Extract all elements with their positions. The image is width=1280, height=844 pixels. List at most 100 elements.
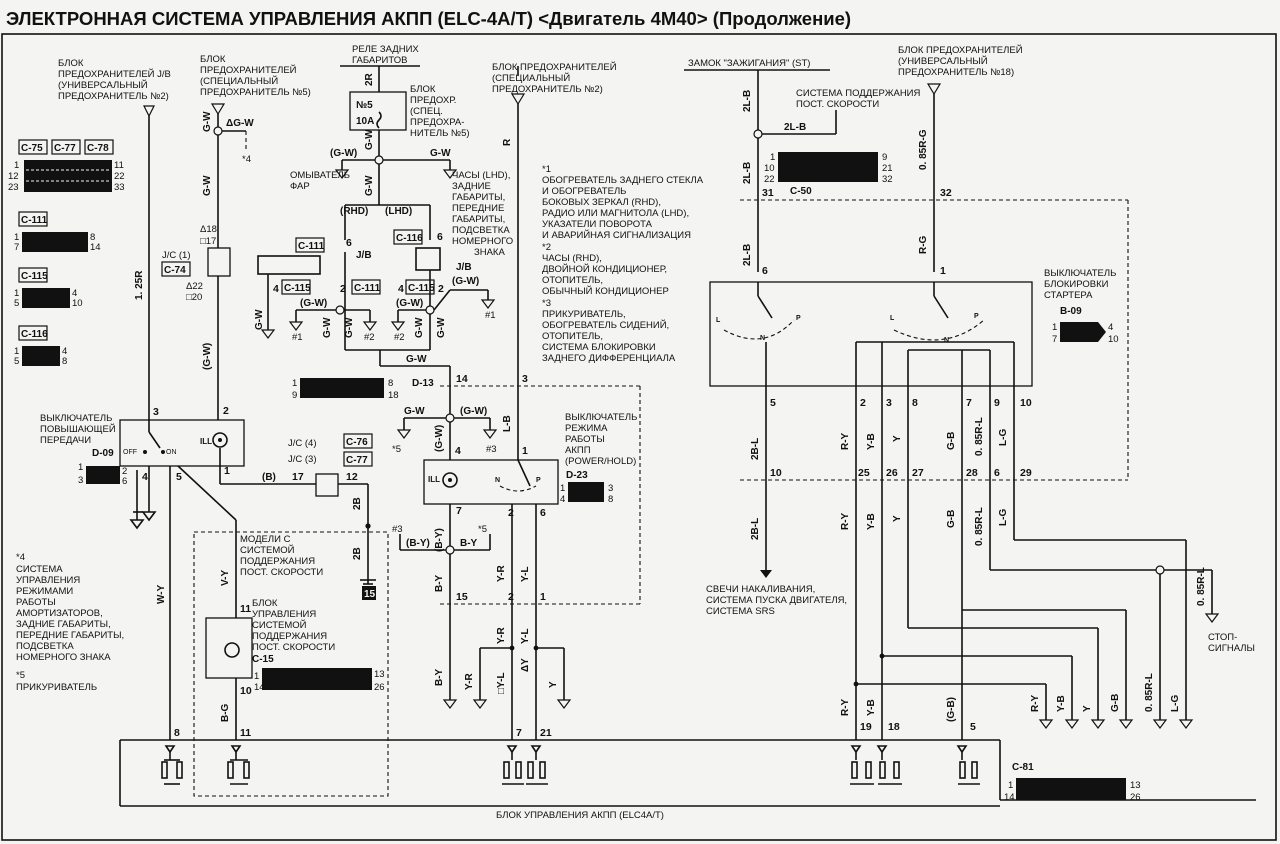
ecu-label: БЛОК УПРАВЛЕНИЯ АКПП (ELC4A/T) <box>496 810 664 821</box>
wire-label: (G-W) <box>330 148 357 159</box>
connector-label: C-116 <box>396 233 423 244</box>
pin-num: 5 <box>14 298 19 309</box>
connector-legend-c115: C-115 1 4 5 10 <box>14 267 83 309</box>
text-line: ПОВЫШАЮЩЕЙ <box>40 423 116 435</box>
wire-label: Y <box>892 435 903 442</box>
wire-label: (G-B) <box>946 697 957 722</box>
pin-num: 9 <box>882 152 887 163</box>
pin-label: 6 <box>540 507 546 519</box>
pin-label: 6 <box>437 231 443 243</box>
wire-label: G-W <box>404 406 425 417</box>
wire-label: G-W <box>202 175 213 196</box>
pin-label: 26 <box>886 467 898 479</box>
pin-num: 23 <box>8 182 19 193</box>
pin-label: 5 <box>770 397 776 409</box>
text-line: (УНИВЕРСАЛЬНЫЙ <box>58 79 148 91</box>
text-line: ОБОГРЕВАТЕЛЬ ЗАДНЕГО СТЕКЛА <box>542 175 704 186</box>
ecu-input-170 <box>161 745 183 785</box>
jb-label: J/B <box>456 262 472 273</box>
text-line: ПРЕДОХРАНИТЕЛЬ №18) <box>898 67 1014 78</box>
ill-text: ILL <box>200 437 212 446</box>
text-line: ПОДСВЕТКА <box>16 641 74 652</box>
pin-num: 3 <box>78 475 83 486</box>
pin-label: 31 <box>762 187 774 199</box>
text-line: (СПЕЦИАЛЬНЫЙ <box>200 75 278 87</box>
text-line: УПРАВЛЕНИЯ <box>252 609 316 620</box>
pin-num: 33 <box>114 182 125 193</box>
wire-label: 2L-B <box>742 244 753 266</box>
pin-label: 1 <box>940 265 946 277</box>
connector-label: D-23 <box>566 470 588 481</box>
wire-label: G-B <box>946 510 957 528</box>
pin-label: 8 <box>912 397 918 409</box>
pin-label: 2 <box>508 507 514 519</box>
text-line: УКАЗАТЕЛИ ПОВОРОТА <box>542 219 653 230</box>
pin-num: 1 <box>1008 780 1013 791</box>
text-line: СИСТЕМА ПОДДЕРЖАНИЯ <box>796 88 921 99</box>
text-line: *3 <box>542 298 551 309</box>
pin-num: 32 <box>882 174 893 185</box>
text-line: ОТОПИТЕЛЬ, <box>542 331 603 342</box>
text-line: ЗАДНИЕ <box>452 181 491 192</box>
text-line: ПРЕДОХРАНИТЕЛЬ №2) <box>58 91 169 102</box>
text-line: ПЕРЕДНИЕ <box>452 203 504 214</box>
pin-label: 10 <box>240 685 252 697</box>
cruise-module-area: МОДЕЛИ С СИСТЕМОЙ ПОДДЕРЖАНИЯ ПОСТ. СКОР… <box>193 531 389 797</box>
wire-label: L-G <box>998 509 1009 526</box>
wire-label: 2B <box>352 547 363 560</box>
wire-label: Y-B <box>1056 695 1067 712</box>
wire-label: G-W <box>430 148 451 159</box>
rhd-label: (RHD) <box>340 206 368 217</box>
wire-label: L-G <box>1170 695 1181 712</box>
note-ref: #1 <box>292 332 303 343</box>
pin-label: 11 <box>240 603 251 615</box>
text-line: СТОП- <box>1208 632 1237 643</box>
text-line: НОМЕРНОГО <box>452 236 513 247</box>
text-line: ПОСТ. СКОРОСТИ <box>796 99 879 110</box>
pin-label: 8 <box>174 727 180 739</box>
fuse-label: №5 <box>356 100 373 111</box>
connector-legend-c75-group: C-75 C-77 C-78 1 11 12 22 23 33 <box>8 139 125 193</box>
pin-label: 7 <box>456 505 462 517</box>
connector-label: C-111 <box>298 241 325 252</box>
text-line: БЛОК ПРЕДОХРАНИТЕЛЕЙ <box>898 44 1023 56</box>
pin-num: 2 <box>122 466 127 477</box>
pin-label: □20 <box>186 292 202 303</box>
note-4: *4 СИСТЕМА УПРАВЛЕНИЯ РЕЖИМАМИ РАБОТЫ АМ… <box>16 552 124 663</box>
note-ref: #1 <box>485 310 496 321</box>
label-fuse-special2: БЛОК ПРЕДОХРАНИТЕЛЕЙ (СПЕЦИАЛЬНЫЙ ПРЕДОХ… <box>492 61 617 95</box>
pin-num: 4 <box>72 288 77 299</box>
fuse-label: 10A <box>356 116 374 127</box>
switch-pos: P <box>974 313 979 320</box>
wire-label: 2B <box>352 497 363 510</box>
text-line: ПРЕДОХРАНИТЕЛЬ №2) <box>492 84 603 95</box>
text-line: ПОСТ. СКОРОСТИ <box>240 567 323 578</box>
pin-num: 4 <box>62 346 67 357</box>
label-clock-etc: ЧАСЫ (LHD), ЗАДНИЕ ГАБАРИТЫ, ПЕРЕДНИЕ ГА… <box>452 170 513 258</box>
wire-label: W-Y <box>156 584 167 604</box>
note-ref: #2 <box>364 332 375 343</box>
pin-num: 1 <box>292 378 297 389</box>
text-line: И АВАРИЙНАЯ СИГНАЛИЗАЦИЯ <box>542 229 691 241</box>
connector-label: C-81 <box>1012 762 1034 773</box>
text-line: БЛОК ПРЕДОХРАНИТЕЛЕЙ <box>492 61 617 73</box>
wire-label: 2R <box>364 72 375 86</box>
text-line: ПЕРЕДНИЕ ГАБАРИТЫ, <box>16 630 124 641</box>
wire-label: G-W <box>436 317 447 338</box>
pin-label: 5 <box>970 721 976 733</box>
text-line: И ОБОГРЕВАТЕЛЬ <box>542 186 626 197</box>
wire-label: G-W <box>364 129 375 150</box>
wire-label: R-Y <box>840 698 851 716</box>
text-line: ПРИКУРИВАТЕЛЬ <box>16 682 97 693</box>
circuit-overdrive: 1. 25R 3 ВЫКЛЮЧАТЕЛЬ ПОВЫШАЮЩЕЙ ПЕРЕДАЧИ… <box>40 105 245 740</box>
note-ref: #3 <box>486 444 497 455</box>
connector-label: B-09 <box>1060 306 1082 317</box>
text-line: ФАР <box>290 181 310 192</box>
text-line: ГАБАРИТОВ <box>352 55 407 66</box>
switch-pos: OFF <box>123 449 137 456</box>
pin-label: 7 <box>516 727 522 739</box>
ecu-block: БЛОК УПРАВЛЕНИЯ АКПП (ELC4A/T) <box>119 739 1256 821</box>
text-line: ГАБАРИТЫ, <box>452 192 505 203</box>
ecu-input-856 <box>850 745 874 785</box>
jc-label: J/C (1) <box>162 250 191 261</box>
